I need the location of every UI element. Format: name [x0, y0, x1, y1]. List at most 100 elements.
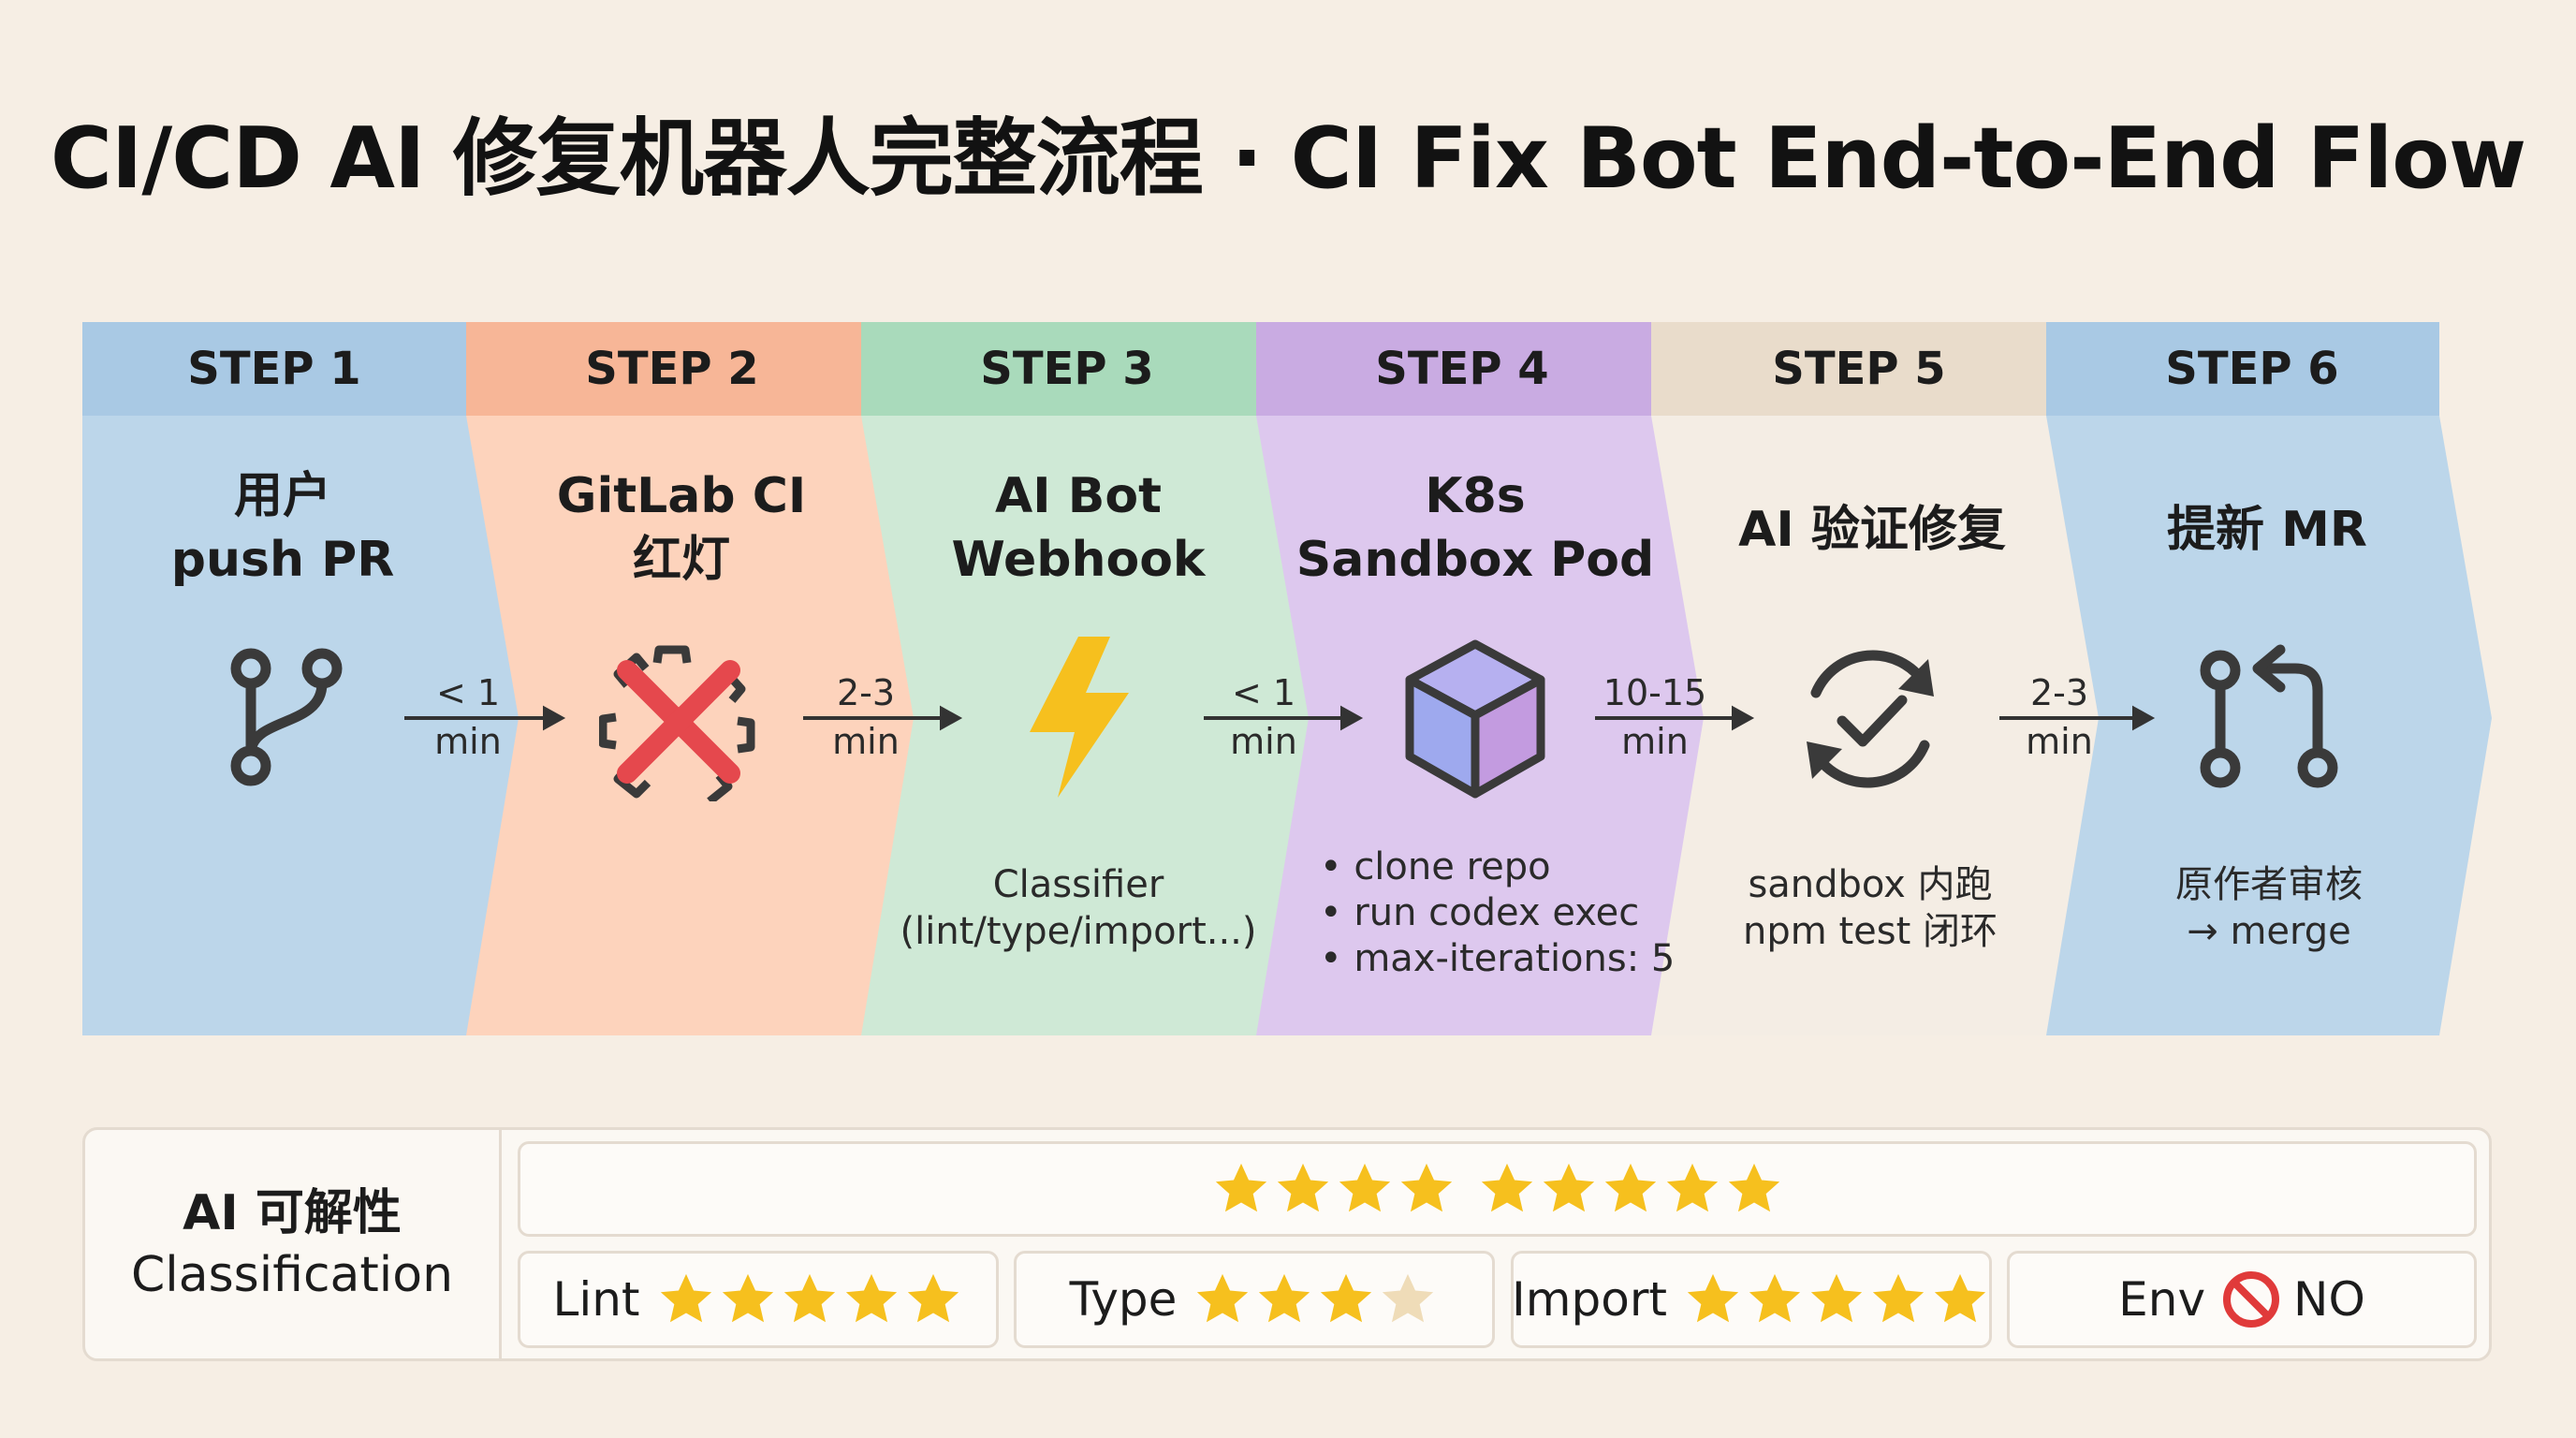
star-filled-icon	[1321, 1273, 1372, 1323]
step-5-title-line-1: AI 验证修复	[1738, 502, 2006, 558]
step-6-desc-line-2: → merge	[2187, 910, 2351, 953]
transition-4-value: 10-15	[1603, 672, 1707, 713]
import-stars	[1682, 1270, 1991, 1328]
step-4-bullet-3: max-iterations: 5	[1320, 936, 1675, 982]
transition-1-label: < 1 min	[393, 668, 543, 766]
step-6-title: 提新 MR	[2071, 498, 2464, 562]
transition-arrow-4	[1595, 705, 1755, 731]
transition-2-value: 2-3	[836, 672, 896, 713]
step-3-header: STEP 3	[980, 343, 1154, 395]
step-1-header-bg	[82, 322, 466, 416]
transition-2-label: 2-3 min	[791, 668, 941, 766]
step-5-title: AI 验证修复	[1676, 498, 2069, 562]
step-1-title-line-1: 用户	[233, 468, 331, 524]
transition-5-value: 2-3	[2029, 672, 2089, 713]
overall-star-icon	[1604, 1163, 1656, 1212]
step-6-band	[2046, 416, 2492, 1035]
star-filled-icon	[1810, 1273, 1863, 1323]
transition-5-label: 2-3 min	[1984, 668, 2134, 766]
classification-label-en: Classification	[130, 1247, 454, 1303]
lint-rating-cell: Lint	[518, 1251, 999, 1348]
step-1-header: STEP 1	[187, 343, 361, 395]
step-1-band	[82, 416, 519, 1035]
overall-star-icon	[1666, 1163, 1718, 1212]
transition-5-unit: min	[2026, 721, 2093, 762]
step-4-bullets: clone repo run codex exec max-iterations…	[1320, 844, 1675, 982]
refresh-check-icon	[1807, 650, 1934, 788]
prohibited-icon	[2223, 1271, 2280, 1328]
step-5-desc-line-2: npm test 闭环	[1743, 910, 1998, 953]
step-3-title-line-2: Webhook	[951, 532, 1206, 588]
star-filled-icon	[1687, 1273, 1739, 1323]
failed-gear-icon	[599, 645, 755, 801]
step-2-title: GitLab CI 红灯	[485, 464, 878, 592]
overall-star-icon	[1277, 1163, 1328, 1212]
lint-label: Lint	[552, 1272, 640, 1327]
env-rating-cell: Env NO	[2007, 1251, 2477, 1348]
step-1-title-line-2: push PR	[170, 532, 395, 588]
star-filled-icon	[722, 1273, 773, 1323]
step-4-header: STEP 4	[1375, 343, 1549, 395]
lightning-icon	[1030, 637, 1129, 798]
lint-stars	[655, 1270, 964, 1328]
star-filled-icon	[1749, 1273, 1801, 1323]
step-5-header-bg	[1651, 322, 2046, 416]
transition-arrow-2	[803, 705, 963, 731]
step-3-desc-line-2: (lint/type/import...)	[900, 910, 1257, 953]
type-rating-cell: Type	[1014, 1251, 1495, 1348]
step-4-bullet-1: clone repo	[1320, 844, 1675, 890]
step-4-header-bg	[1256, 322, 1651, 416]
import-rating-cell: Import	[1511, 1251, 1992, 1348]
step-6-desc: 原作者审核 → merge	[2072, 861, 2466, 955]
step-2-title-line-2: 红灯	[632, 532, 730, 588]
step-5-desc: sandbox 内跑 npm test 闭环	[1674, 861, 2067, 955]
step-3-title-line-1: AI Bot	[995, 468, 1162, 524]
step-5-header: STEP 5	[1772, 343, 1946, 395]
star-filled-icon	[1872, 1273, 1925, 1323]
transition-1-value: < 1	[435, 672, 501, 713]
env-status: NO	[2293, 1272, 2365, 1327]
step-3-header-bg	[861, 322, 1256, 416]
overall-star-icon	[1400, 1163, 1452, 1212]
star-empty-icon	[1383, 1273, 1434, 1323]
star-filled-icon	[783, 1273, 835, 1323]
merge-request-icon	[2200, 644, 2338, 788]
star-filled-icon	[907, 1273, 959, 1323]
step-6-header: STEP 6	[2165, 343, 2339, 395]
cube-icon	[1405, 639, 1545, 799]
transition-1-unit: min	[434, 721, 502, 762]
type-label: Type	[1069, 1272, 1178, 1327]
overall-star-icon	[1481, 1163, 1532, 1212]
step-4-title-line-1: K8s	[1425, 468, 1526, 524]
step-2-header-bg	[466, 322, 861, 416]
step-4-title-line-2: Sandbox Pod	[1295, 532, 1655, 588]
step-2-title-line-1: GitLab CI	[556, 468, 807, 524]
transition-arrow-1	[404, 705, 566, 731]
transition-3-value: < 1	[1231, 672, 1296, 713]
overall-star-icon	[1728, 1163, 1779, 1212]
step-6-title-line-1: 提新 MR	[2167, 502, 2367, 558]
transition-3-label: < 1 min	[1189, 668, 1339, 766]
overall-stars	[1210, 1160, 1785, 1218]
overall-star-icon	[1543, 1163, 1594, 1212]
star-filled-icon	[1934, 1273, 1986, 1323]
transition-3-unit: min	[1230, 721, 1297, 762]
step-3-desc: Classifier (lint/type/import...)	[882, 861, 1275, 955]
overall-star-icon	[1215, 1163, 1266, 1212]
transition-4-unit: min	[1621, 721, 1689, 762]
star-filled-icon	[1259, 1273, 1310, 1323]
star-filled-icon	[845, 1273, 897, 1323]
transition-4-label: 10-15 min	[1580, 668, 1730, 766]
env-label: Env	[2118, 1272, 2206, 1327]
transition-arrow-3	[1204, 705, 1364, 731]
star-filled-icon	[1197, 1273, 1249, 1323]
step-4-title: K8s Sandbox Pod	[1279, 464, 1672, 592]
page-title: CI/CD AI 修复机器人完整流程 · CI Fix Bot End-to-E…	[50, 110, 2526, 208]
star-filled-icon	[660, 1273, 711, 1323]
import-label: Import	[1512, 1272, 1667, 1327]
step-3-desc-line-1: Classifier	[992, 863, 1164, 906]
classification-label-cn: AI 可解性	[183, 1185, 402, 1241]
classification-label: AI 可解性 Classification	[85, 1130, 502, 1358]
step-3-title: AI Bot Webhook	[882, 464, 1275, 592]
